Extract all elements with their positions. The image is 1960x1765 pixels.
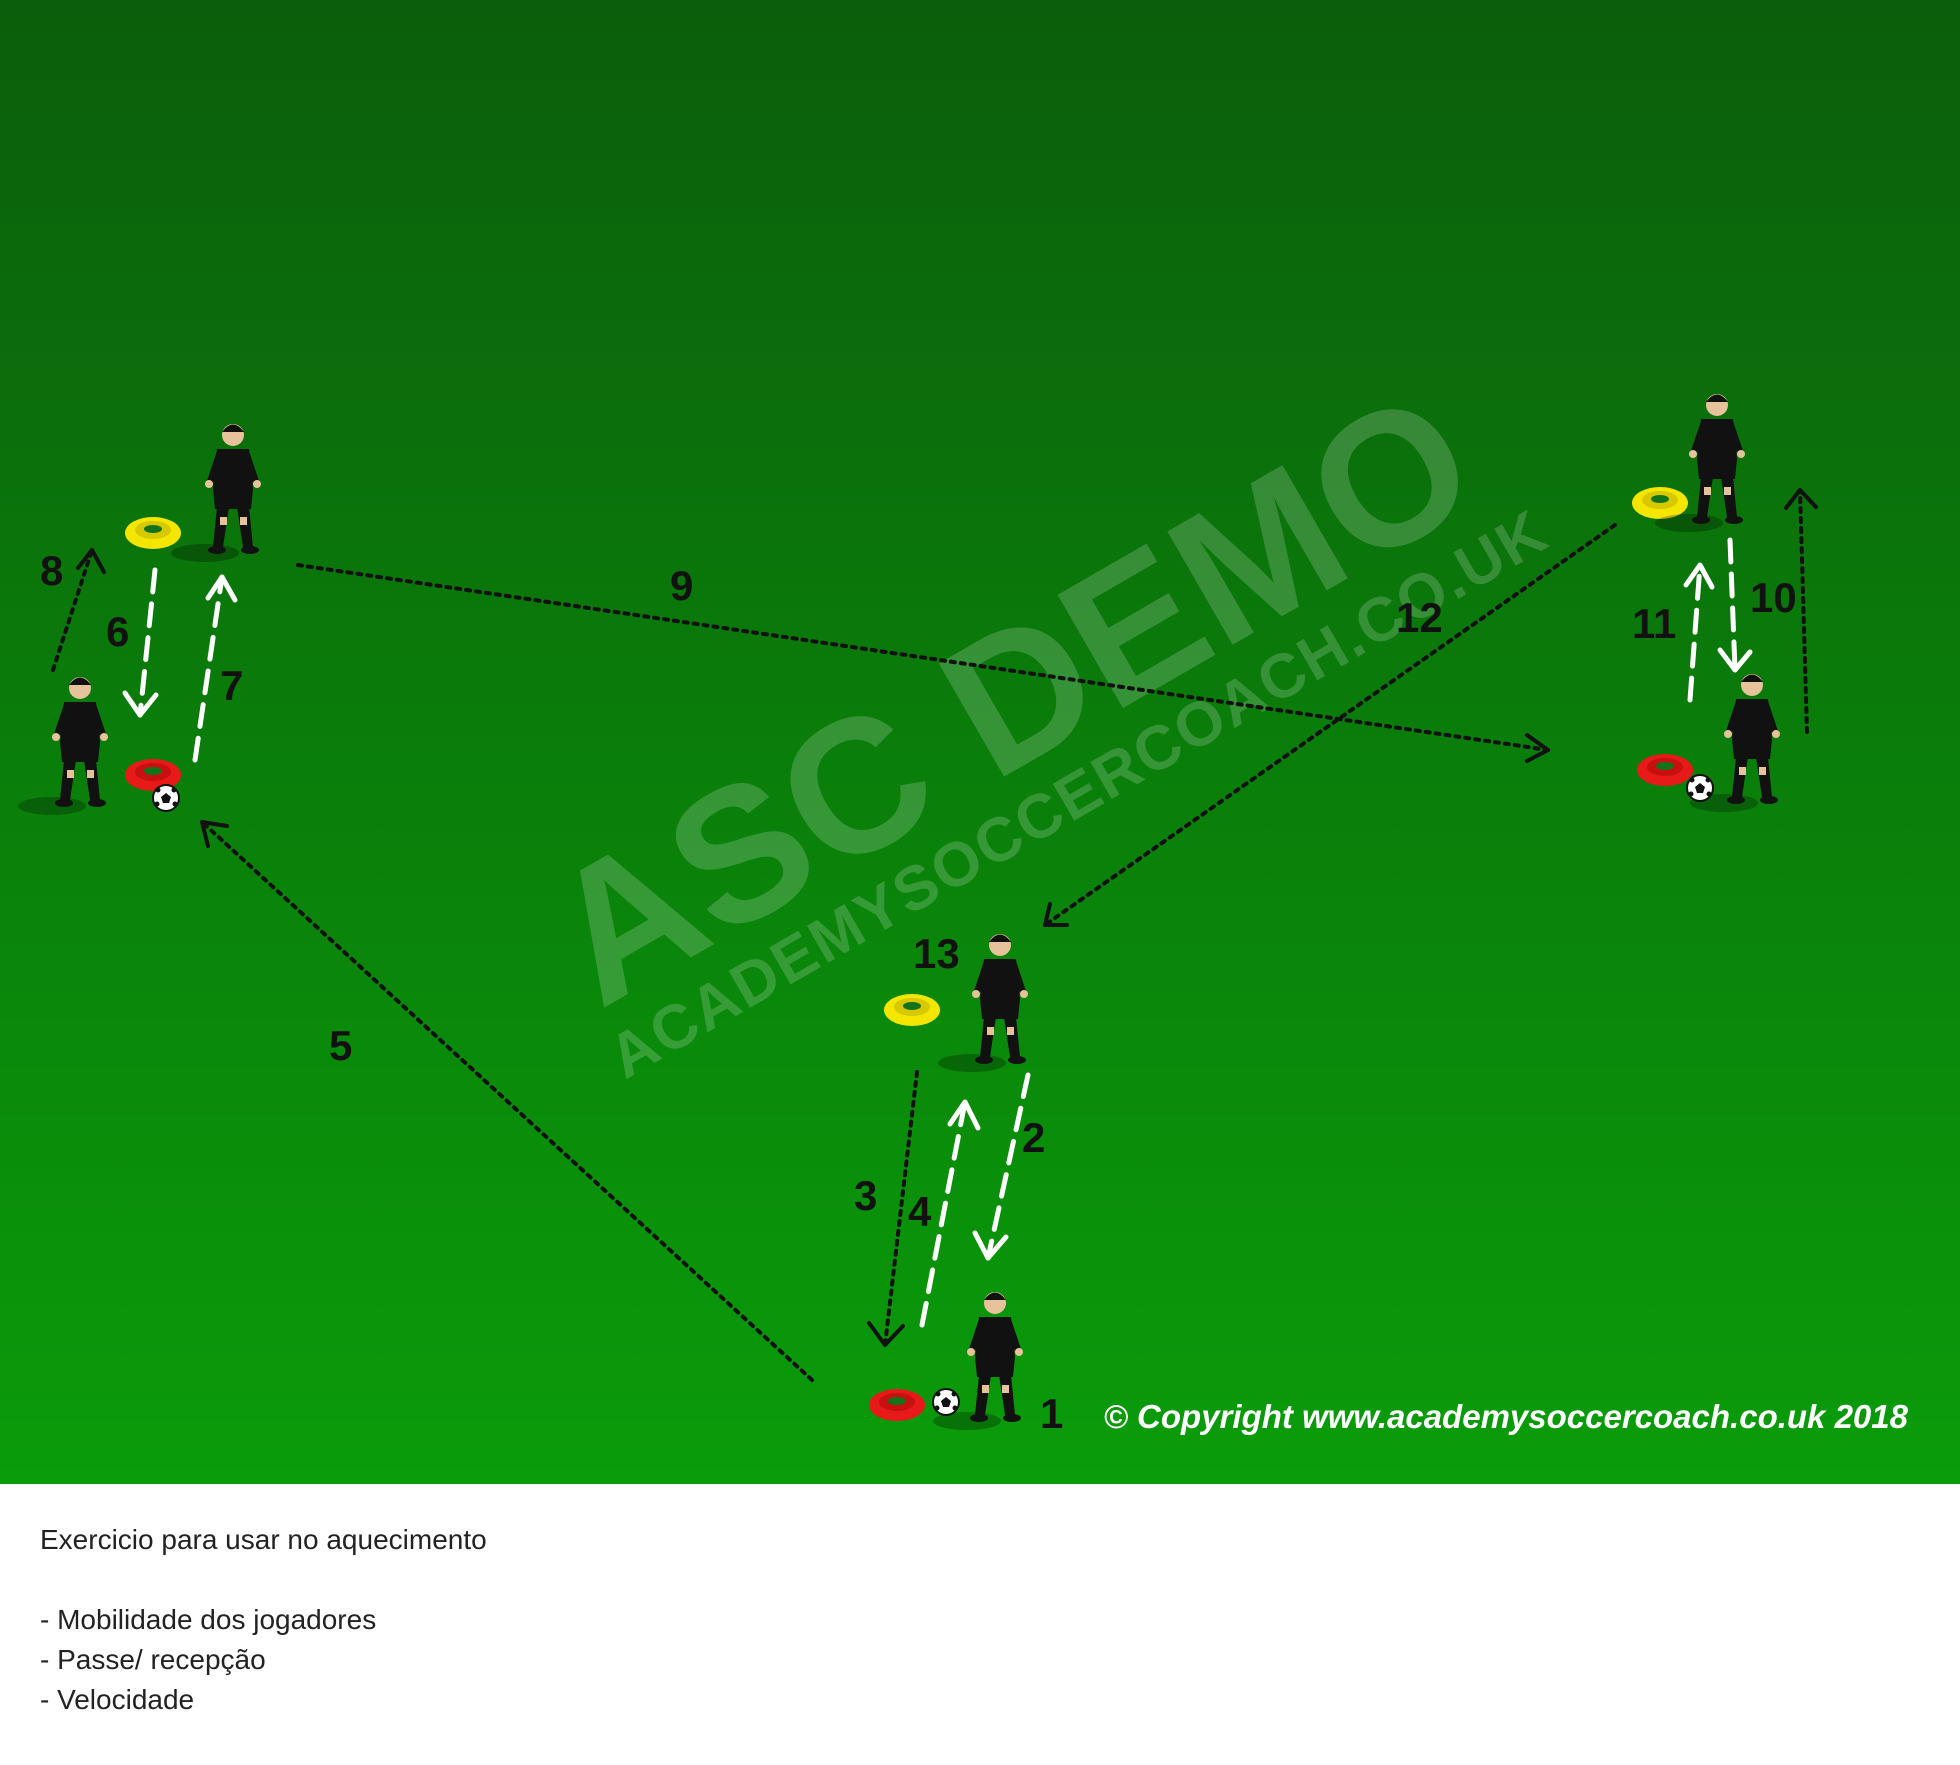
step-label-9: 9 xyxy=(670,562,693,609)
ball-icon xyxy=(152,784,180,812)
pass-arrows xyxy=(122,537,1753,1328)
step-label-2: 2 xyxy=(1022,1114,1045,1161)
run-arrows xyxy=(51,488,1818,1382)
pass-arrow-2 xyxy=(972,1072,1031,1261)
notes-spacer xyxy=(40,1560,487,1600)
step-label-12: 12 xyxy=(1396,594,1443,641)
run-arrow-3 xyxy=(867,1070,919,1347)
cone-icon xyxy=(884,994,940,1026)
cone-icon xyxy=(869,1389,925,1421)
pass-arrow-10-pass xyxy=(1717,537,1753,673)
step-label-3: 3 xyxy=(854,1172,877,1219)
step-label-4: 4 xyxy=(908,1188,932,1235)
pass-arrow-7 xyxy=(192,574,238,763)
pass-arrow-11 xyxy=(1683,562,1715,703)
step-label-7: 7 xyxy=(220,662,243,709)
cone-icon xyxy=(1637,754,1693,786)
pitch-diagram: ASC DEMO ACADEMYSOCCERCOACH.CO.UK 1 2 3 … xyxy=(0,0,1960,1484)
pitch-grass xyxy=(0,0,1960,1484)
pitch-svg: ASC DEMO ACADEMYSOCCERCOACH.CO.UK 1 2 3 … xyxy=(0,0,1960,1484)
run-arrow-9 xyxy=(296,563,1550,763)
step-label-8: 8 xyxy=(40,547,63,594)
cone-icon xyxy=(1632,487,1688,519)
step-label-11: 11 xyxy=(1632,600,1676,647)
run-arrow-5 xyxy=(200,820,814,1382)
run-arrow-8 xyxy=(51,548,106,672)
step-label-5: 5 xyxy=(329,1022,352,1069)
notes-item: - Passe/ recepção xyxy=(40,1644,266,1675)
step-label-6: 6 xyxy=(106,608,129,655)
pass-arrow-6 xyxy=(122,567,159,718)
step-label-10: 10 xyxy=(1750,574,1797,621)
notes-item: - Velocidade xyxy=(40,1684,195,1715)
copyright-text: © Copyright www.academysoccercoach.co.uk… xyxy=(1104,1398,1909,1435)
notes-title: Exercicio para usar no aquecimento xyxy=(40,1524,487,1555)
exercise-notes: Exercicio para usar no aquecimento - Mob… xyxy=(40,1520,487,1720)
step-label-13: 13 xyxy=(913,930,960,977)
pass-arrow-4 xyxy=(919,1099,981,1328)
run-arrow-12 xyxy=(1043,523,1617,927)
ball-icon xyxy=(1686,774,1714,802)
cone-icon xyxy=(125,517,181,549)
run-arrow-10 xyxy=(1784,488,1818,734)
notes-item: - Mobilidade dos jogadores xyxy=(40,1604,377,1635)
ball-icon xyxy=(932,1388,960,1416)
step-label-1: 1 xyxy=(1040,1390,1063,1437)
